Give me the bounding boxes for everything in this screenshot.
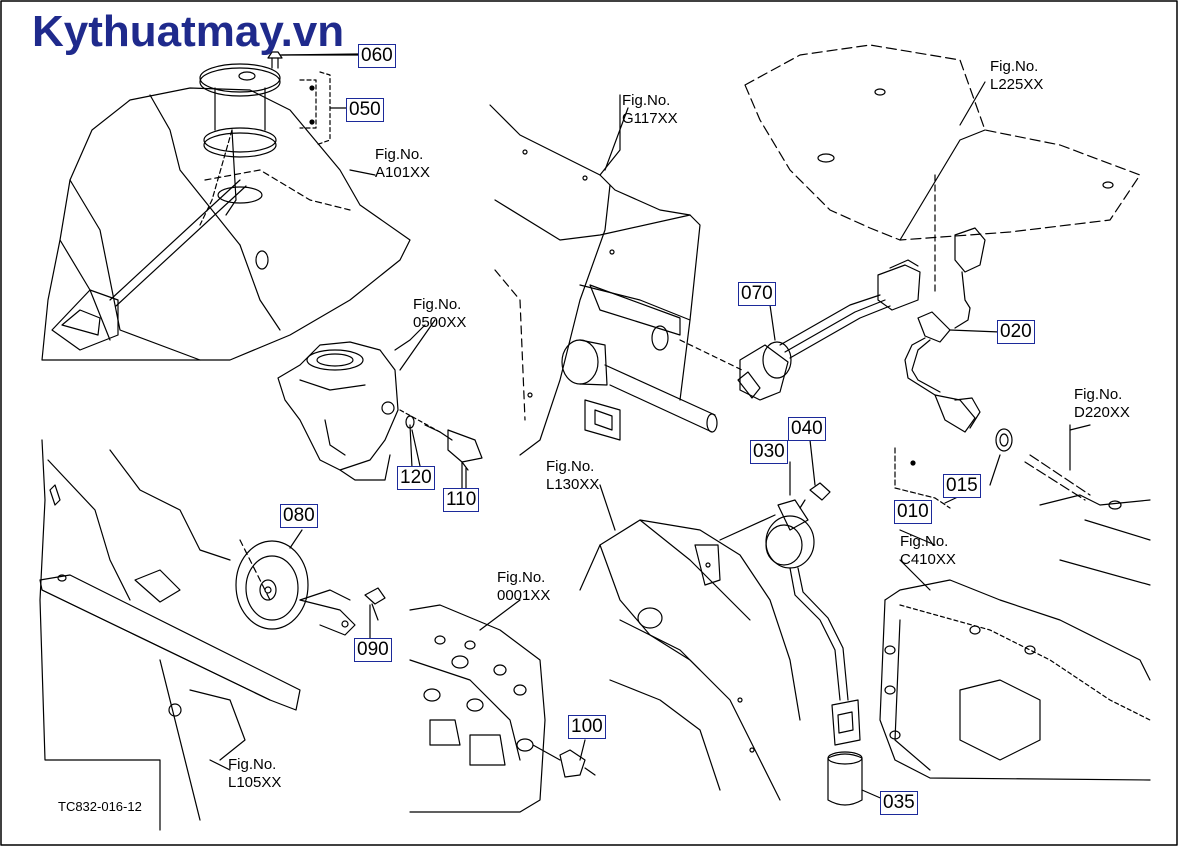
frame-panel-g117 bbox=[489, 94, 743, 456]
part-label-070[interactable]: 070 bbox=[738, 282, 776, 306]
fig-ref-code: 0001XX bbox=[497, 587, 551, 604]
part-label-100[interactable]: 100 bbox=[568, 715, 606, 739]
fig-ref-code: D220XX bbox=[1074, 404, 1130, 421]
sensor-assembly bbox=[894, 227, 1091, 509]
fig-ref-code: L130XX bbox=[546, 476, 600, 493]
fig-ref-l105: Fig.No. L105XX bbox=[228, 756, 281, 792]
part-label-080[interactable]: 080 bbox=[280, 504, 318, 528]
cover-l225 bbox=[744, 44, 1141, 296]
switch-070 bbox=[737, 259, 921, 401]
sensor-030 bbox=[765, 482, 863, 806]
fig-ref-label: Fig.No. bbox=[990, 58, 1039, 75]
fig-ref-code: L105XX bbox=[228, 774, 282, 791]
fig-ref-label: Fig.No. bbox=[228, 756, 277, 773]
part-label-120[interactable]: 120 bbox=[397, 466, 435, 490]
fig-ref-g117: Fig.No. G117XX bbox=[622, 92, 678, 128]
frame-l130 bbox=[579, 514, 801, 801]
part-label-035[interactable]: 035 bbox=[880, 791, 918, 815]
part-label-110[interactable]: 110 bbox=[443, 488, 480, 512]
fig-ref-label: Fig.No. bbox=[546, 458, 595, 475]
fuel-sender-unit bbox=[199, 51, 359, 226]
fig-ref-code: L225XX bbox=[990, 76, 1044, 93]
part-label-050[interactable]: 050 bbox=[346, 98, 384, 122]
fuel-tank-body bbox=[41, 87, 411, 361]
horn-080 bbox=[235, 540, 386, 636]
drawing-code: TC832-016-12 bbox=[58, 799, 142, 814]
fig-ref-code: C410XX bbox=[900, 551, 956, 568]
thermostat-housing bbox=[277, 324, 483, 491]
part-label-030[interactable]: 030 bbox=[750, 440, 788, 464]
fig-ref-l225: Fig.No. L225XX bbox=[990, 58, 1043, 94]
fig-ref-a101: Fig.No. A101XX bbox=[375, 146, 430, 182]
fig-ref-label: Fig.No. bbox=[1074, 386, 1123, 403]
part-label-015[interactable]: 015 bbox=[943, 474, 981, 498]
fig-ref-0500: Fig.No. 0500XX bbox=[413, 296, 466, 332]
part-label-090[interactable]: 090 bbox=[354, 638, 392, 662]
watermark-logo: Kythuatmay.vn bbox=[32, 7, 345, 56]
fig-ref-d220: Fig.No. D220XX bbox=[1074, 386, 1130, 422]
leader-lines bbox=[209, 54, 1091, 801]
fig-ref-c410: Fig.No. C410XX bbox=[900, 533, 956, 569]
fig-ref-label: Fig.No. bbox=[375, 146, 424, 163]
fig-ref-label: Fig.No. bbox=[900, 533, 949, 550]
fig-ref-label: Fig.No. bbox=[497, 569, 546, 586]
part-label-020[interactable]: 020 bbox=[997, 320, 1035, 344]
fig-ref-code: G117XX bbox=[622, 110, 678, 127]
fig-ref-code: A101XX bbox=[375, 164, 431, 181]
transmission-c410 bbox=[879, 494, 1151, 781]
fig-ref-label: Fig.No. bbox=[413, 296, 462, 313]
part-label-060[interactable]: 060 bbox=[358, 44, 396, 68]
part-label-040[interactable]: 040 bbox=[788, 417, 826, 441]
fig-ref-l130: Fig.No. L130XX bbox=[546, 458, 599, 494]
leader-a101 bbox=[349, 169, 376, 176]
fig-ref-label: Fig.No. bbox=[622, 92, 671, 109]
fig-ref-code: 0500XX bbox=[413, 314, 467, 331]
engine-block-0001 bbox=[409, 604, 596, 813]
fig-ref-0001: Fig.No. 0001XX bbox=[497, 569, 550, 605]
part-label-010[interactable]: 010 bbox=[894, 500, 932, 524]
